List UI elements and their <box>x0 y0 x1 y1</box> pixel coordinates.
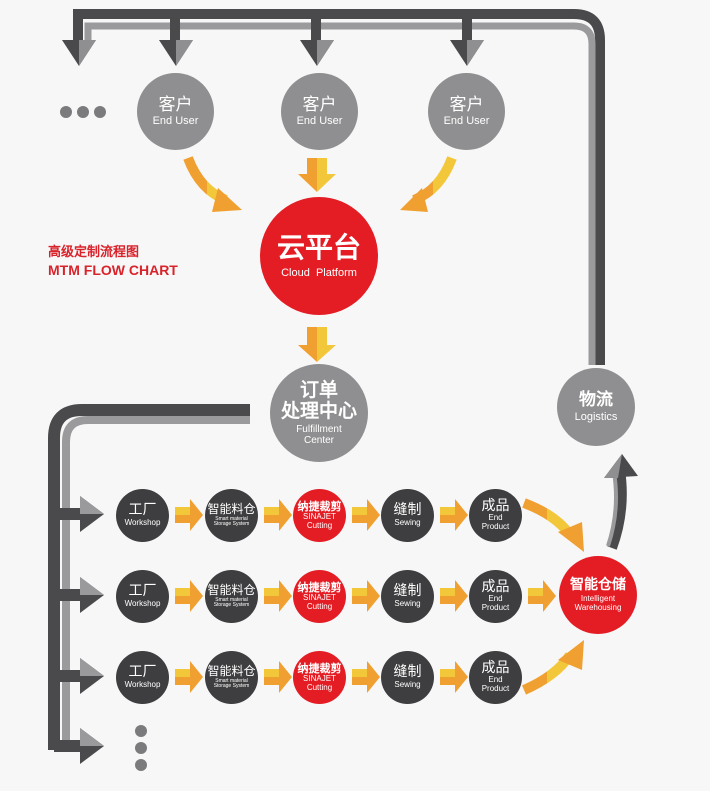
node-label-cn: 纳捷裁剪 <box>297 661 342 675</box>
node-label-cn: 物流 <box>579 389 613 410</box>
node-label-en: Cutting <box>306 520 333 530</box>
node-label-en: End User <box>152 114 199 127</box>
node-label-en: End <box>488 594 503 604</box>
node-label-en: Workshop <box>124 598 161 608</box>
node-label-en: Workshop <box>124 679 161 689</box>
node-label-en: End <box>488 675 503 685</box>
node-label-cn: 云平台 <box>276 230 361 264</box>
node-label-cn: 纳捷裁剪 <box>297 499 342 513</box>
smart-storage-node: 智能料仓 Smart material Storage System <box>205 651 258 704</box>
node-label-en: Workshop <box>124 517 161 527</box>
node-label-en: SINAJET <box>303 592 336 602</box>
node-label-en: Cutting <box>306 601 333 611</box>
node-label-en: Storage System <box>213 683 250 690</box>
logistics-node: 物流 Logistics <box>557 368 635 446</box>
fulfillment-center-node: 订单 处理中心 Fulfillment Center <box>270 364 368 462</box>
sewing-node: 缝制 Sewing <box>381 570 434 623</box>
node-label-en: End <box>488 513 503 523</box>
end-user-node: 客户 End User <box>137 73 214 150</box>
node-label-cn: 处理中心 <box>280 400 357 422</box>
node-label-en: Warehousing <box>574 602 622 612</box>
return-pipe <box>62 9 605 365</box>
end-product-node: 成品 End Product <box>469 651 522 704</box>
distribution-pipe <box>48 404 250 764</box>
sinajet-cutting-node: 纳捷裁剪 SINAJET Cutting <box>293 651 346 704</box>
node-label-en: Cloud Platform <box>281 267 357 280</box>
node-label-cn: 客户 <box>302 95 337 116</box>
sinajet-cutting-node: 纳捷裁剪 SINAJET Cutting <box>293 489 346 542</box>
node-label-cn: 智能料仓 <box>207 583 256 598</box>
smart-storage-node: 智能料仓 Smart material Storage System <box>205 489 258 542</box>
node-label-cn: 缝制 <box>393 664 422 681</box>
workshop-node: 工厂 Workshop <box>116 570 169 623</box>
node-label-en: Smart material <box>215 596 248 603</box>
chart-title-cn: 高级定制流程图 <box>48 245 140 260</box>
node-label-cn: 缝制 <box>393 502 422 519</box>
node-label-en: End User <box>443 114 490 127</box>
end-user-node: 客户 End User <box>428 73 505 150</box>
end-user-node: 客户 End User <box>281 73 358 150</box>
node-label-en: Sewing <box>394 517 421 527</box>
node-label-cn: 智能料仓 <box>207 664 256 679</box>
node-label-en: End User <box>296 114 343 127</box>
node-label-en: SINAJET <box>303 673 336 683</box>
workshop-node: 工厂 Workshop <box>116 489 169 542</box>
node-label-cn: 工厂 <box>128 502 157 519</box>
sewing-node: 缝制 Sewing <box>381 489 434 542</box>
node-label-en: Cutting <box>306 682 333 692</box>
node-label-cn: 纳捷裁剪 <box>297 580 342 594</box>
node-label-en: Product <box>481 522 510 532</box>
node-label-cn: 客户 <box>158 95 193 116</box>
node-label-cn: 成品 <box>481 579 510 595</box>
node-label-en: Sewing <box>394 679 421 689</box>
intelligent-warehouse-node: 智能仓储 Intelligent Warehousing <box>559 556 637 634</box>
smart-storage-node: 智能料仓 Smart material Storage System <box>205 570 258 623</box>
chart-title-en: MTM FLOW CHART <box>48 262 178 278</box>
node-label-cn: 成品 <box>481 660 510 676</box>
node-label-cn: 智能料仓 <box>207 502 256 517</box>
node-label-en: Storage System <box>213 521 250 528</box>
node-label-en: Logistics <box>574 411 618 424</box>
node-label-en: Product <box>481 603 510 613</box>
workshop-node: 工厂 Workshop <box>116 651 169 704</box>
sinajet-cutting-node: 纳捷裁剪 SINAJET Cutting <box>293 570 346 623</box>
sewing-node: 缝制 Sewing <box>381 651 434 704</box>
node-label-en: Fulfillment <box>296 423 342 435</box>
node-label-en: Smart material <box>215 515 248 522</box>
node-label-en: Intelligent <box>580 593 616 603</box>
node-label-en: Center <box>303 434 334 446</box>
row-arrows <box>175 499 556 693</box>
node-label-cn: 缝制 <box>393 583 422 600</box>
node-label-cn: 客户 <box>449 95 484 116</box>
cloud-platform-node: 云平台 Cloud Platform <box>260 197 378 315</box>
end-product-node: 成品 End Product <box>469 570 522 623</box>
node-label-cn: 工厂 <box>128 664 157 681</box>
node-label-en: Product <box>481 684 510 694</box>
node-label-cn: 成品 <box>481 498 510 514</box>
node-label-en: SINAJET <box>303 511 336 521</box>
node-label-en: Storage System <box>213 602 250 609</box>
node-label-en: Smart material <box>215 677 248 684</box>
node-label-cn: 工厂 <box>128 583 157 600</box>
node-label-cn: 智能仓储 <box>570 576 626 593</box>
node-label-cn: 订单 <box>299 379 338 402</box>
end-product-node: 成品 End Product <box>469 489 522 542</box>
node-label-en: Sewing <box>394 598 421 608</box>
